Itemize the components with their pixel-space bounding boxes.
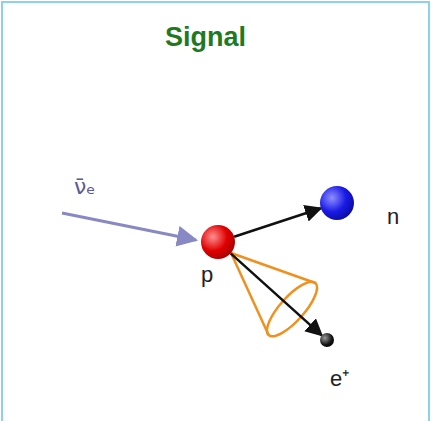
particle-label: ν̄ₑ <box>74 174 95 200</box>
particle-name: e⁺ <box>330 368 349 390</box>
track-arrow <box>234 208 321 236</box>
particle-name: p <box>201 264 213 286</box>
positron-dot: e⁺ <box>320 333 334 347</box>
neutron-sphere: n <box>320 186 354 220</box>
particle-name: n <box>387 206 399 228</box>
track-arrow <box>231 253 322 335</box>
proton-sphere: p <box>201 225 235 259</box>
antineutrino-arrow <box>62 213 196 240</box>
emission-cone <box>231 253 324 343</box>
panel-title: Signal <box>0 22 411 53</box>
